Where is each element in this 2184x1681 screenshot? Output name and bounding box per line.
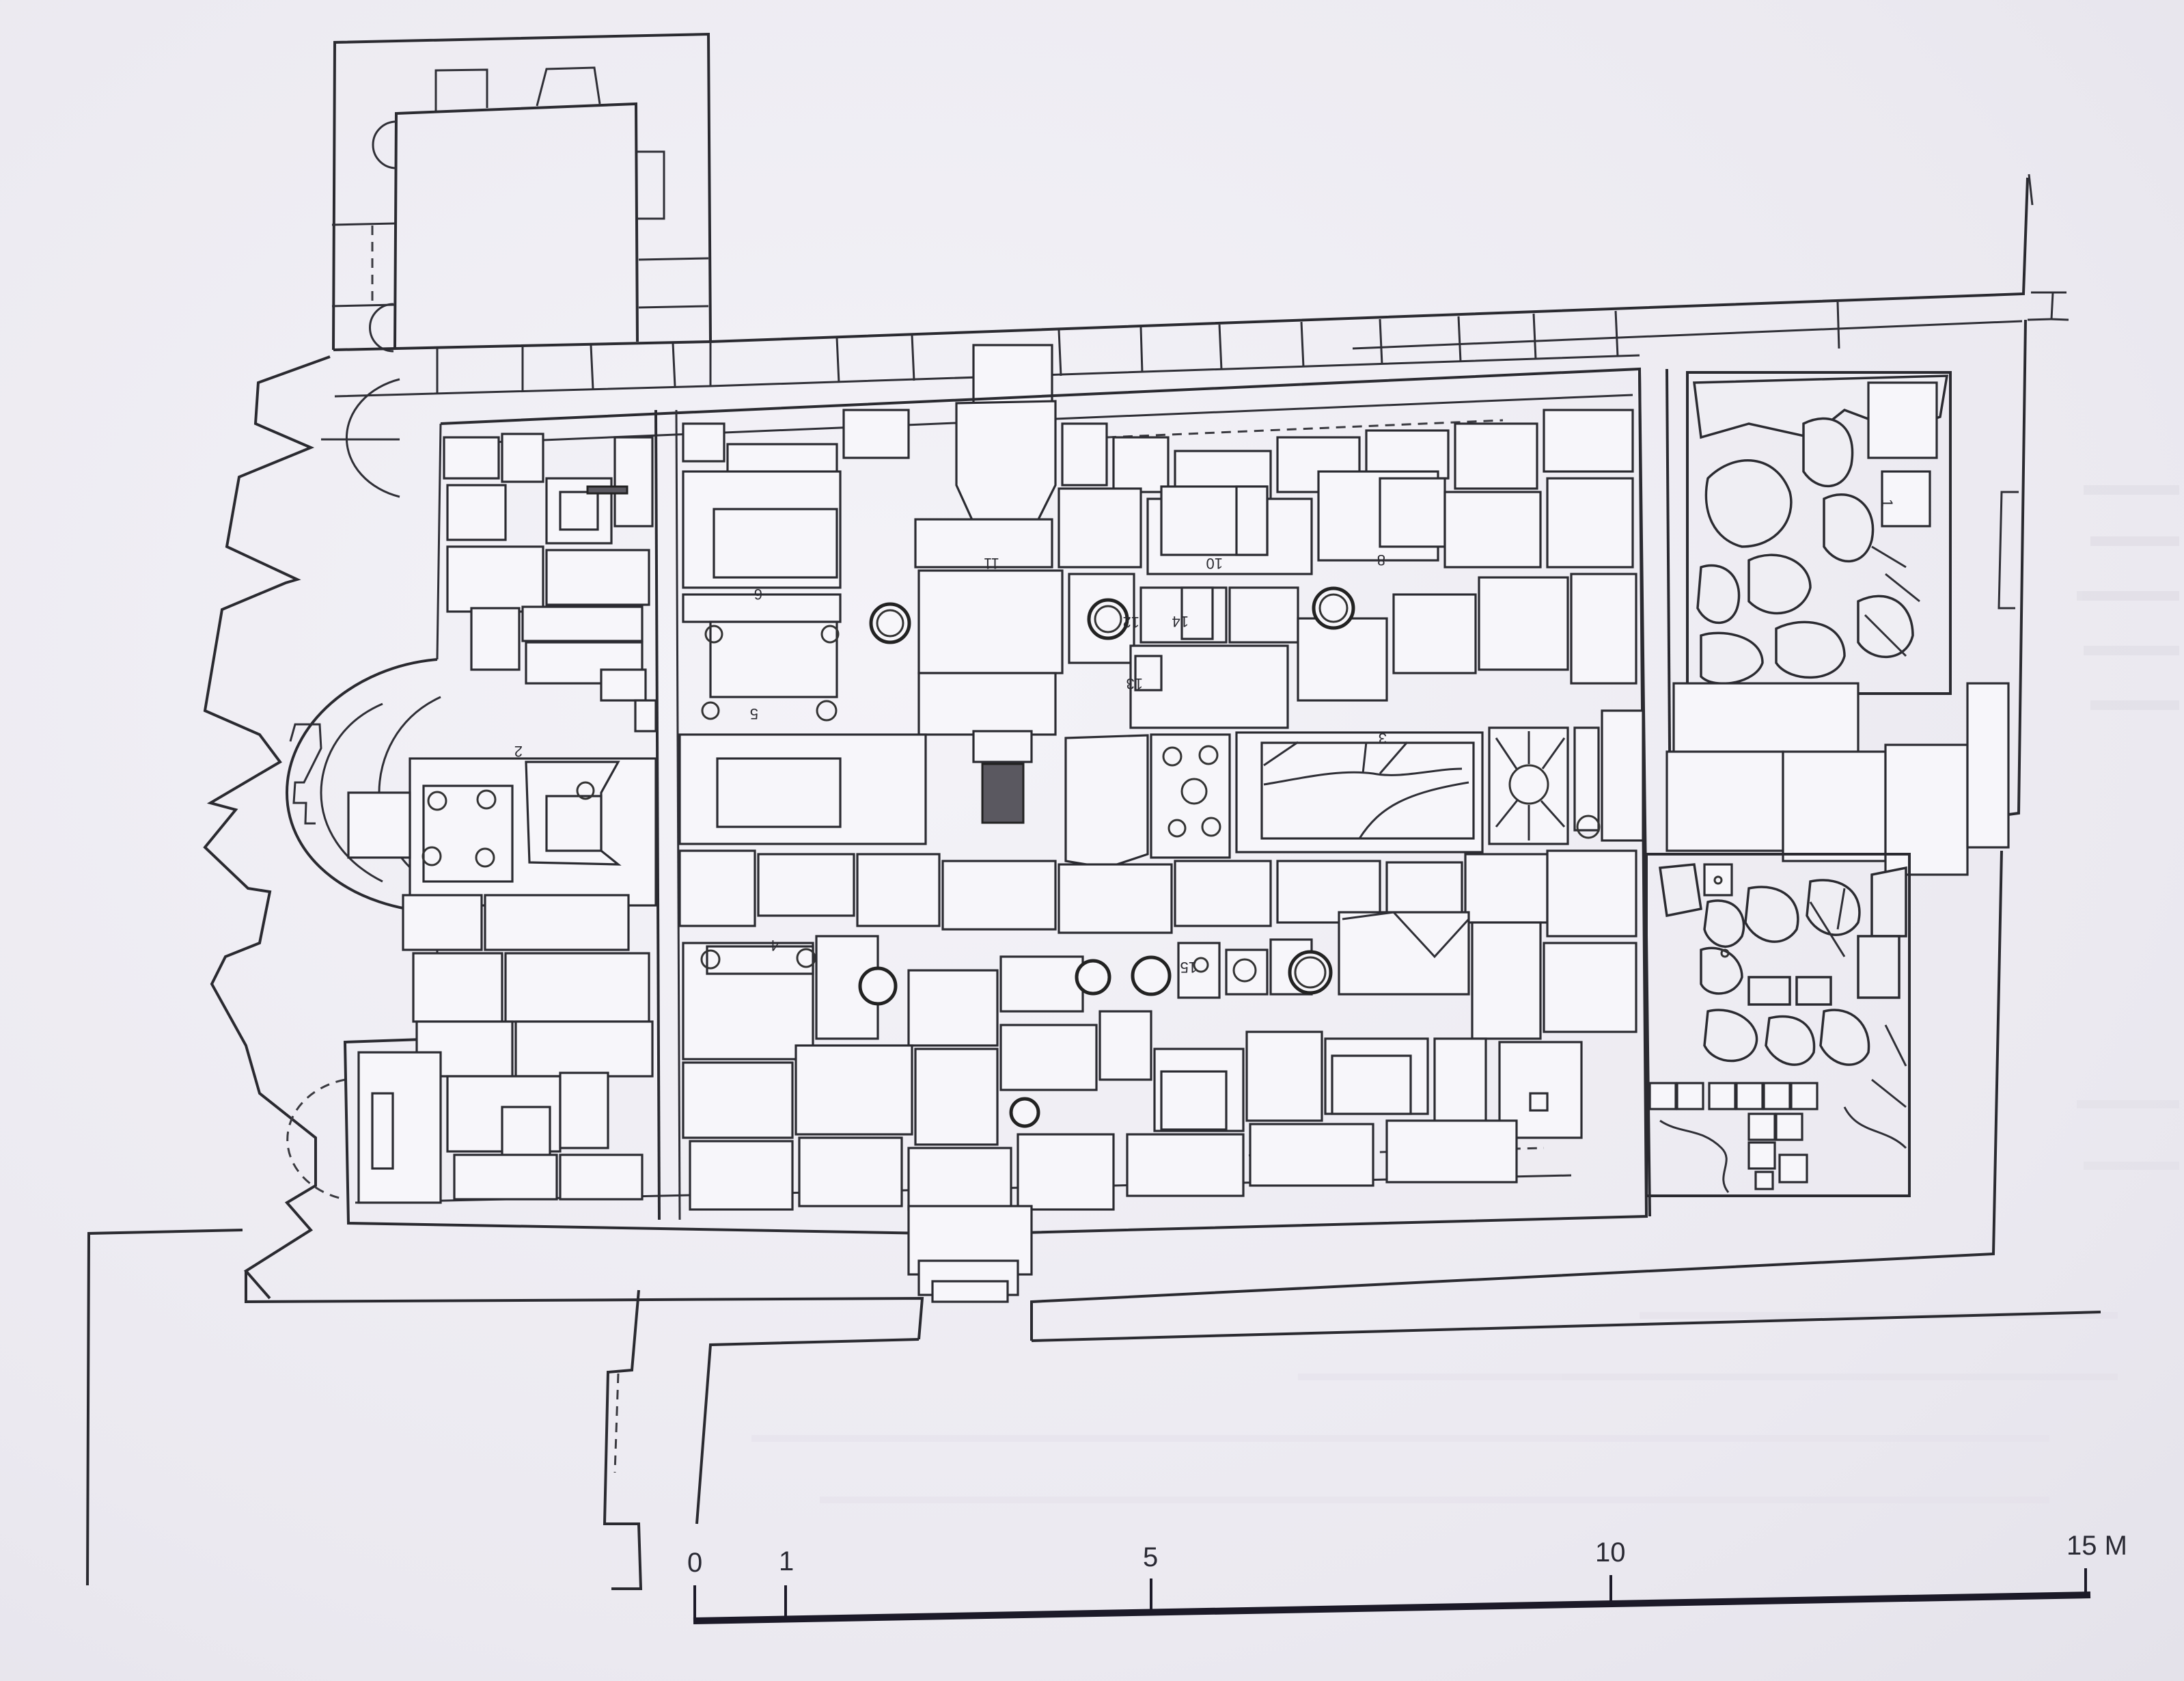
scale-bar: 0 1 5 10 15 M [687,1531,2127,1624]
label-5: 5 [750,705,758,722]
northwest-chapel [331,32,712,353]
label-1: 1 [1879,499,1896,507]
label-3: 3 [1379,730,1387,747]
scale-tick-10: 10 [1595,1538,1626,1568]
triple-apse [203,355,441,1300]
label-6: 6 [754,586,762,603]
scale-tick-0: 0 [687,1548,702,1578]
label-8: 8 [1377,551,1385,569]
nave-stones [678,400,1644,1303]
label-15: 15 [1180,959,1197,976]
bleed-through-text [751,485,2179,1503]
scale-tick-15: 15 M [2066,1531,2127,1561]
label-13: 13 [1126,675,1143,692]
label-10: 10 [1206,555,1223,572]
east-rubble-room [1645,371,2010,1197]
scale-tick-5: 5 [1143,1542,1158,1572]
north-wall-blocks [436,301,1840,405]
label-11: 11 [984,555,999,572]
label-12: 12 [1123,614,1139,631]
outer-walls [86,174,2101,1590]
sanctuary-stones [347,433,657,1204]
label-2: 2 [514,743,523,760]
label-14: 14 [1172,613,1189,630]
label-4: 4 [771,937,779,954]
feature-labels: 2 3 4 5 6 8 10 11 12 13 14 15 1 [514,499,1896,976]
scale-tick-1: 1 [779,1546,794,1576]
